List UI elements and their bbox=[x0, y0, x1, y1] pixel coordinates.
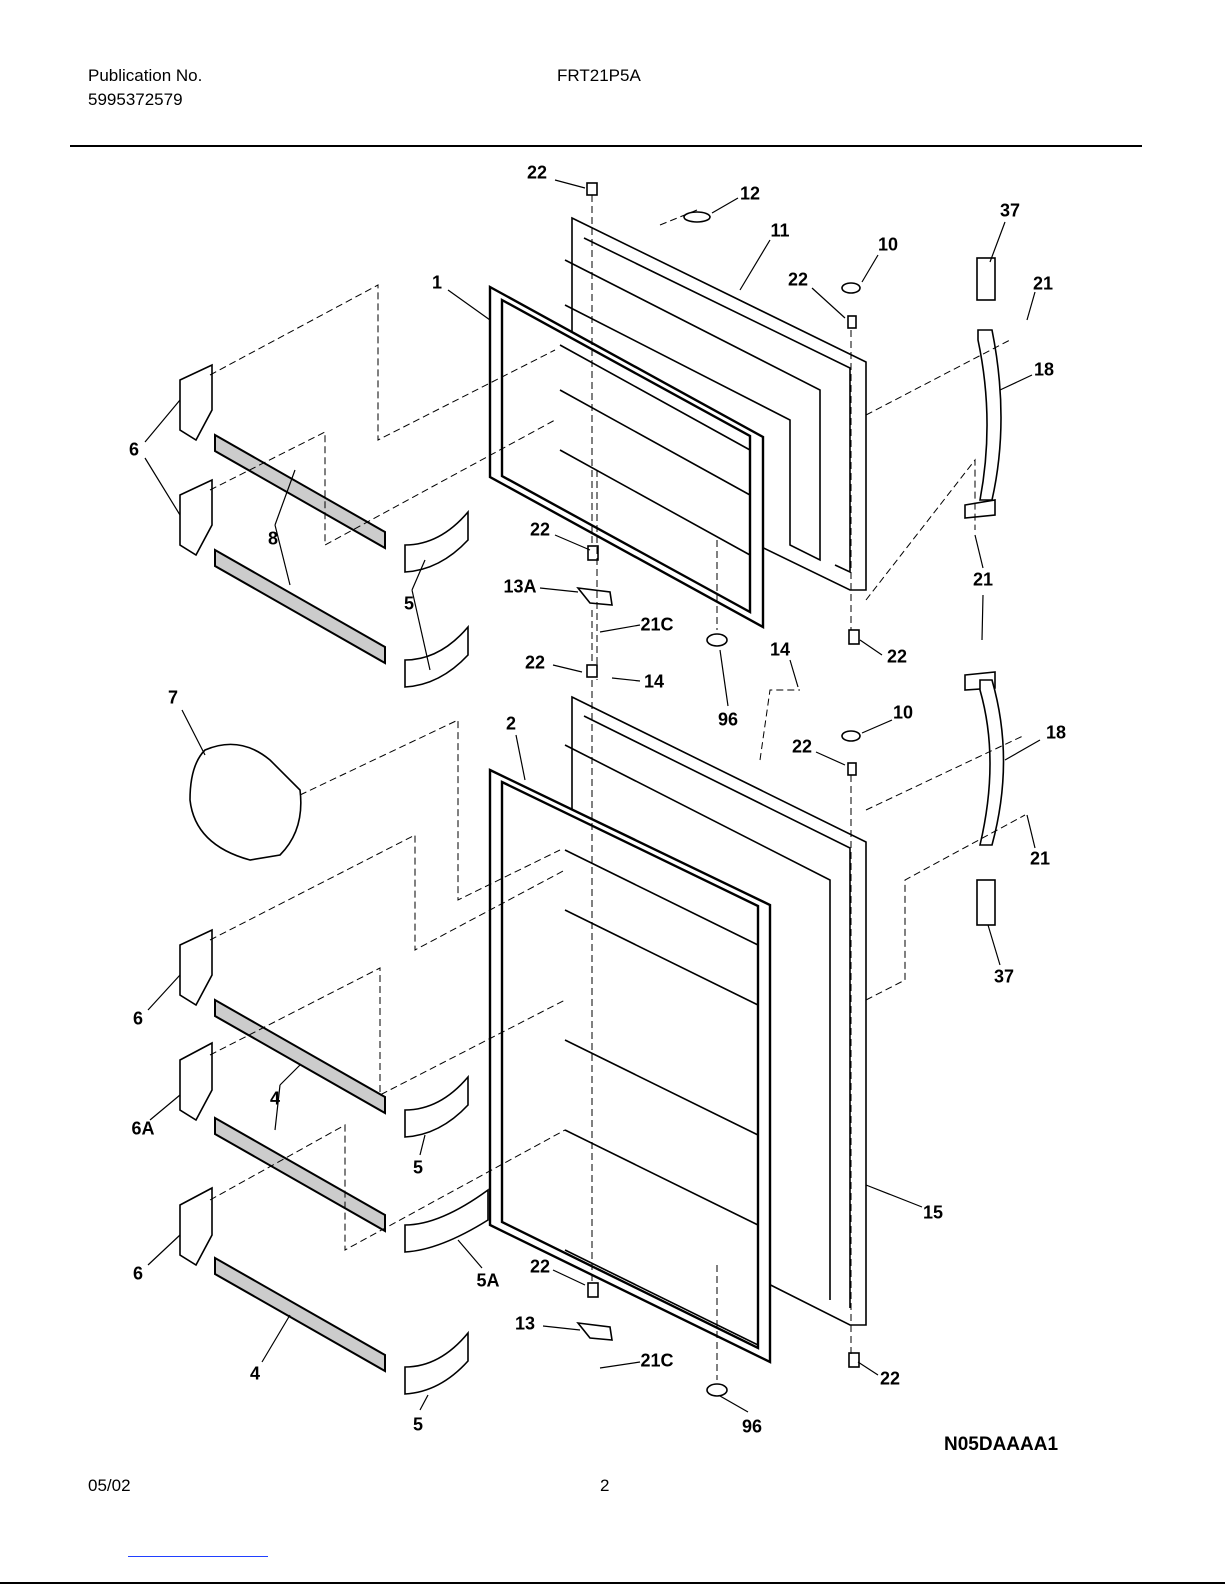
callout-21c: 21C bbox=[640, 615, 673, 636]
footer-link[interactable] bbox=[128, 1556, 268, 1557]
callout-10: 10 bbox=[893, 703, 913, 724]
callout-5: 5 bbox=[413, 1158, 423, 1179]
callout-8: 8 bbox=[268, 529, 278, 550]
callout-1: 1 bbox=[432, 273, 442, 294]
callout-11: 11 bbox=[770, 221, 789, 242]
callout-21: 21 bbox=[1033, 274, 1053, 295]
right-shelf-end-caps bbox=[405, 512, 488, 1394]
callout-96: 96 bbox=[718, 710, 738, 731]
callout-21: 21 bbox=[1030, 849, 1050, 870]
callout-18: 18 bbox=[1034, 360, 1054, 381]
callout-14: 14 bbox=[770, 640, 790, 661]
callout-2: 2 bbox=[506, 714, 516, 735]
callout-37: 37 bbox=[1000, 201, 1020, 222]
callout-6: 6 bbox=[133, 1264, 143, 1285]
callout-10: 10 bbox=[878, 235, 898, 256]
callout-4: 4 bbox=[250, 1364, 260, 1385]
dairy-door-bin bbox=[190, 744, 301, 860]
callout-6a: 6A bbox=[131, 1119, 154, 1140]
callout-22: 22 bbox=[887, 647, 907, 668]
callout-15: 15 bbox=[923, 1203, 943, 1224]
callout-12: 12 bbox=[740, 184, 760, 205]
callout-96: 96 bbox=[742, 1417, 762, 1438]
callout-22: 22 bbox=[792, 737, 812, 758]
callout-22: 22 bbox=[530, 1257, 550, 1278]
callout-5a: 5A bbox=[476, 1271, 499, 1292]
callout-5: 5 bbox=[413, 1415, 423, 1436]
callout-13: 13 bbox=[515, 1314, 535, 1335]
callout-22: 22 bbox=[530, 520, 550, 541]
callout-37: 37 bbox=[994, 967, 1014, 988]
callout-21c: 21C bbox=[640, 1351, 673, 1372]
shelf-bars bbox=[215, 435, 385, 1371]
callout-6: 6 bbox=[129, 440, 139, 461]
bottom-divider bbox=[0, 1582, 1225, 1584]
footer-date: 05/02 bbox=[88, 1476, 131, 1496]
callout-5: 5 bbox=[404, 594, 414, 615]
page-number: 2 bbox=[600, 1476, 609, 1496]
door-handles bbox=[965, 258, 1004, 925]
callout-14: 14 bbox=[644, 672, 664, 693]
callout-22: 22 bbox=[880, 1369, 900, 1390]
callout-4: 4 bbox=[270, 1089, 280, 1110]
callout-18: 18 bbox=[1046, 723, 1066, 744]
callout-22: 22 bbox=[525, 653, 545, 674]
callout-6: 6 bbox=[133, 1009, 143, 1030]
callout-21: 21 bbox=[973, 570, 993, 591]
callout-22: 22 bbox=[788, 270, 808, 291]
callout-13a: 13A bbox=[503, 577, 536, 598]
diagram-code: N05DAAAA1 bbox=[944, 1434, 1058, 1456]
callout-22: 22 bbox=[527, 163, 547, 184]
callout-7: 7 bbox=[168, 688, 178, 709]
